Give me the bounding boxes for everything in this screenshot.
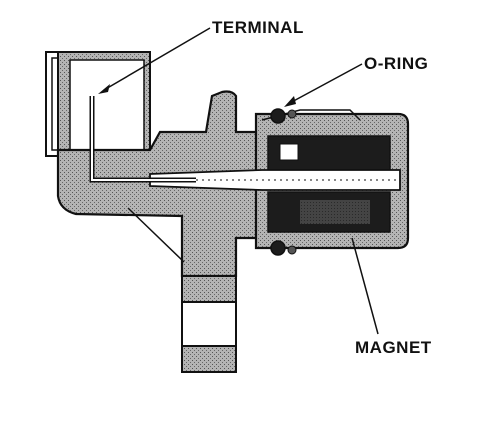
- oring-arrowhead: [284, 96, 296, 107]
- mounting-stem: [127, 207, 237, 373]
- terminal-arrowhead: [98, 84, 110, 94]
- terminal-wire: [89, 96, 196, 183]
- connector-socket: [45, 51, 151, 163]
- terminal-leader-line: [103, 27, 211, 91]
- magnet-label: MAGNET: [355, 338, 432, 357]
- o-ring-label: O-RING: [364, 54, 429, 73]
- magnet-leader-line: [351, 237, 379, 335]
- oring-leader-line: [287, 63, 363, 105]
- callout-leaders: [98, 27, 379, 335]
- o-ring-seals: [270, 108, 297, 256]
- core-shaft: [149, 169, 401, 191]
- terminal-label: TERMINAL: [212, 18, 304, 37]
